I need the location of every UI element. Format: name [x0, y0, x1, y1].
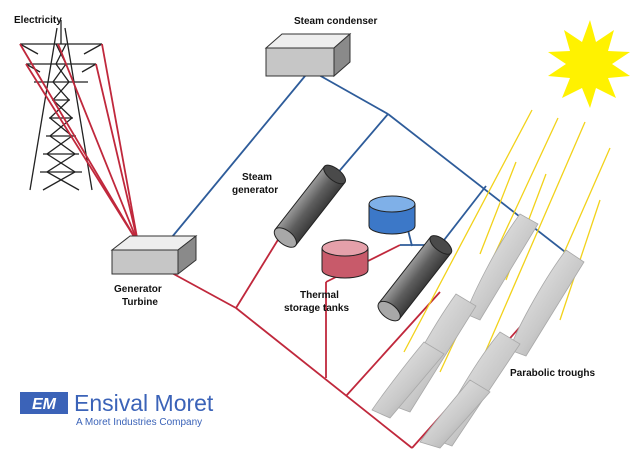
generator-turbine-icon: [110, 234, 198, 276]
logo-mark-text: EM: [32, 396, 57, 413]
label-steam-generator-2: generator: [232, 185, 278, 196]
steam-generator-icon: [273, 164, 347, 248]
steam-condenser-icon: [264, 32, 352, 78]
logo-mark-icon: [20, 392, 68, 414]
label-generator-turbine-1: Generator: [114, 284, 162, 295]
hot-lines: [19, 43, 579, 449]
label-thermal-storage-1: Thermal: [300, 290, 339, 301]
logo-name: Ensival Moret: [74, 390, 214, 416]
label-parabolic-troughs: Parabolic troughs: [510, 368, 595, 379]
company-logo: EM Ensival Moret A Moret Industries Comp…: [20, 390, 214, 428]
cold-storage-tank-icon: [368, 195, 416, 235]
label-electricity: Electricity: [14, 15, 62, 26]
hot-storage-tank-icon: [321, 239, 369, 279]
parabolic-troughs-icon: [371, 213, 585, 449]
logo-tagline: A Moret Industries Company: [76, 417, 202, 428]
sun-icon: [548, 20, 630, 108]
label-steam-generator-1: Steam: [242, 172, 272, 183]
label-thermal-storage-2: storage tanks: [284, 303, 349, 314]
heat-exchanger-icon: [377, 235, 453, 322]
label-generator-turbine-2: Turbine: [122, 297, 158, 308]
label-steam-condenser: Steam condenser: [294, 16, 377, 27]
